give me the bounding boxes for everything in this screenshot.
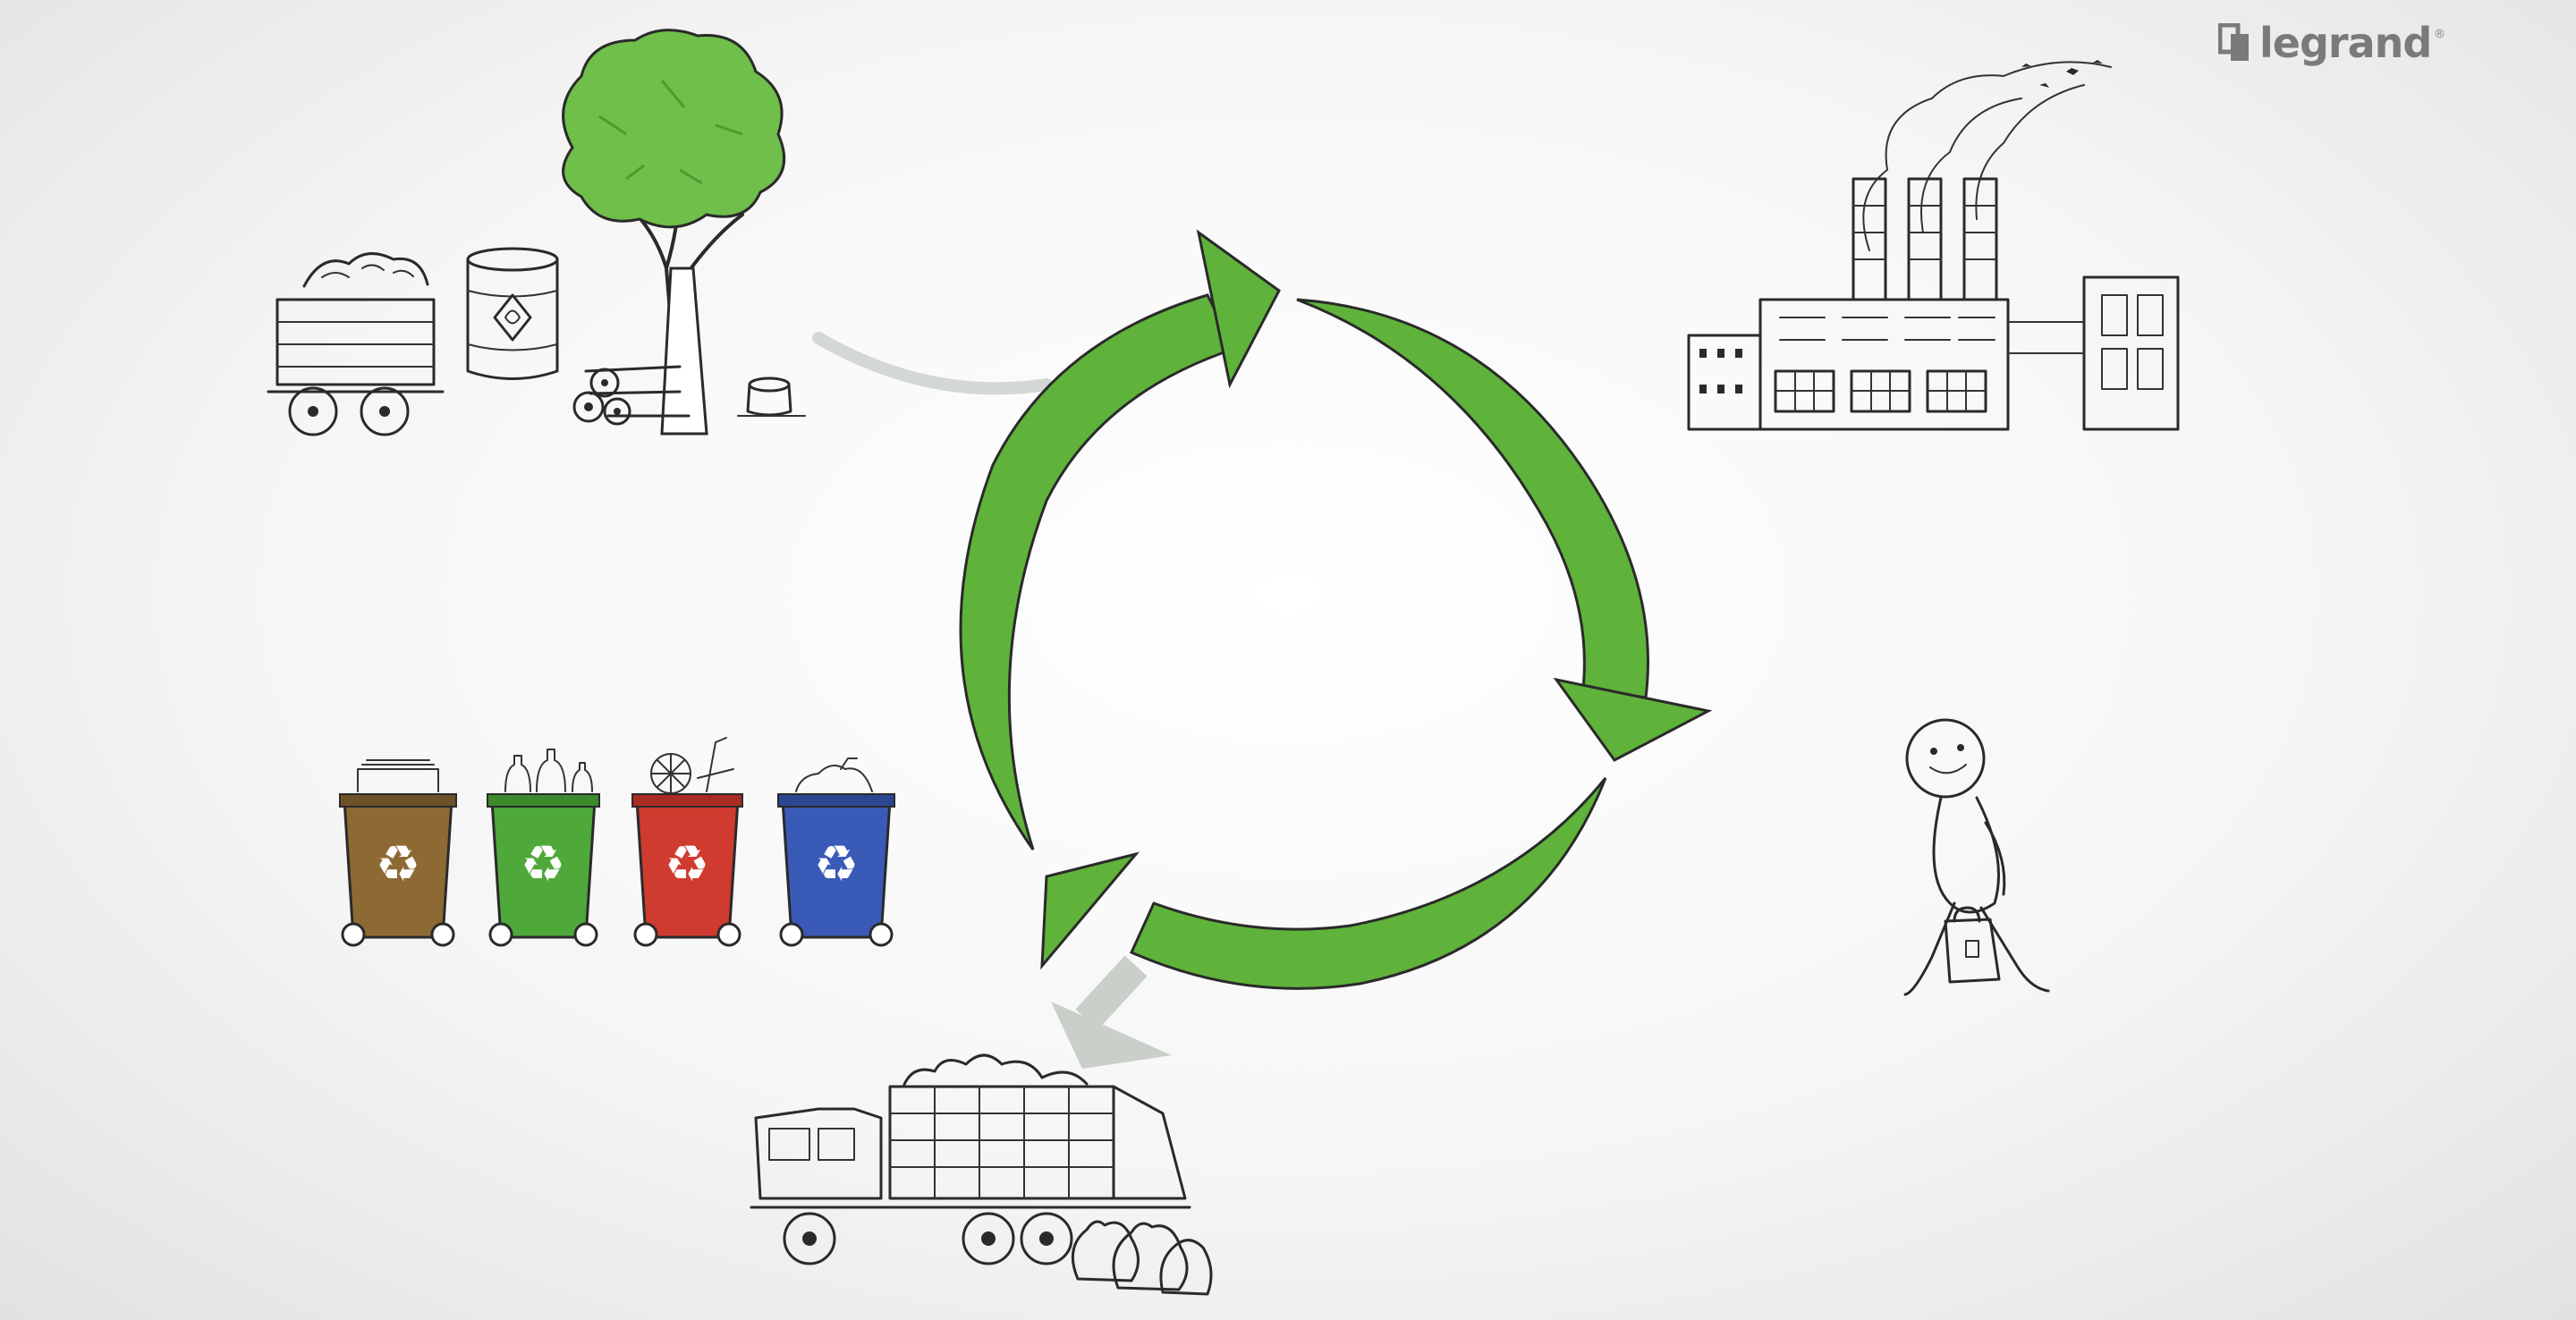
consumption-to-recycling-arrow xyxy=(1040,777,1607,990)
tree-icon xyxy=(562,29,786,436)
mine-cart-icon xyxy=(267,252,445,436)
svg-text:♻: ♻ xyxy=(376,835,420,893)
ghost-arrow-to-landfill xyxy=(1075,955,1148,1030)
walking-person-icon xyxy=(1903,718,2050,996)
red-recycling-bin-icon: ♻ xyxy=(631,737,743,947)
factory-icon xyxy=(1687,60,2180,431)
brown-recycling-bin-icon: ♻ xyxy=(339,759,457,947)
shopping-bag-icon xyxy=(1944,906,2001,984)
ghost-arrow-head xyxy=(1051,1002,1172,1069)
brand-logo: legrand ® xyxy=(2218,7,2445,79)
cycle-arrows xyxy=(959,229,1713,990)
ghost-arrow-to-cycle xyxy=(812,332,1053,395)
green-recycling-bin-icon: ♻ xyxy=(487,749,600,947)
tree-stump-icon xyxy=(737,377,806,417)
brand-name: legrand xyxy=(2259,19,2432,67)
blue-recycling-bin-icon: ♻ xyxy=(777,757,895,947)
production-to-consumption-arrow xyxy=(1296,298,1713,762)
cut-logs-icon xyxy=(572,365,691,426)
svg-text:♻: ♻ xyxy=(814,835,859,893)
extraction-to-production-arrow xyxy=(959,229,1281,850)
svg-text:♻: ♻ xyxy=(521,835,565,893)
legrand-logo-mark-icon xyxy=(2218,23,2249,61)
garbage-truck-icon xyxy=(750,1053,1191,1265)
trash-bags-icon xyxy=(1071,1220,1213,1296)
registered-mark: ® xyxy=(2435,26,2445,40)
svg-text:♻: ♻ xyxy=(665,835,709,893)
ghost-arrows xyxy=(812,332,1172,1069)
oil-barrel-icon xyxy=(466,247,559,380)
